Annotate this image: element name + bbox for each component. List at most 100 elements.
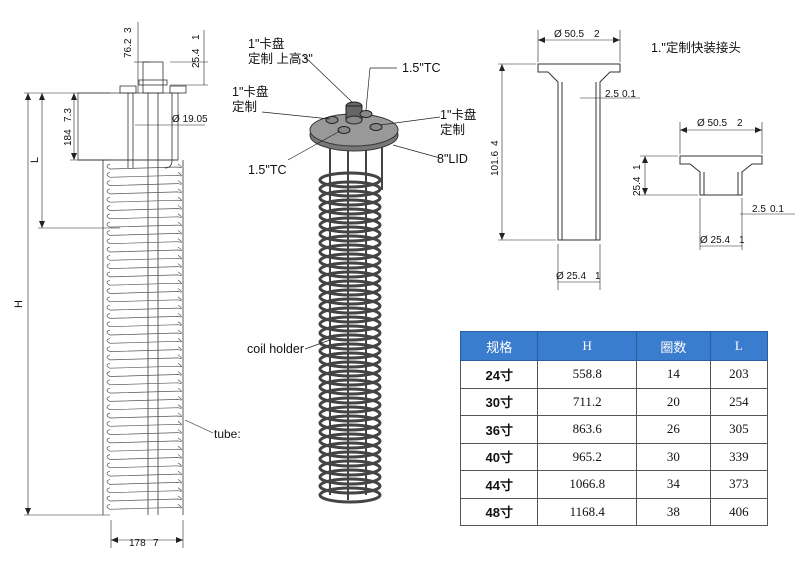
cell-L: 373 bbox=[709, 470, 769, 499]
coil-turn bbox=[106, 304, 182, 311]
short-dia-top-tol: 2 bbox=[737, 118, 743, 129]
cell-H: 558.8 bbox=[537, 360, 637, 389]
coil-turn bbox=[106, 445, 182, 452]
iso-coil-turn bbox=[318, 261, 382, 279]
tall-dia-top-tol: 2 bbox=[594, 29, 600, 40]
coil-turn bbox=[106, 396, 182, 402]
iso-coil-turn bbox=[318, 252, 382, 270]
iso-coil-turn bbox=[318, 405, 382, 423]
iso-coil-turn bbox=[318, 216, 382, 234]
coil-turn bbox=[106, 462, 182, 469]
coil-turn bbox=[106, 495, 182, 502]
coil-turn bbox=[106, 470, 182, 477]
iso-coil-turn bbox=[318, 189, 382, 207]
cell-spec: 30寸 bbox=[459, 387, 539, 416]
iso-clamp-right-line1: 1"卡盘 bbox=[440, 107, 476, 122]
iso-coil-turn bbox=[318, 297, 382, 315]
dim-3: 3 bbox=[123, 27, 134, 33]
cell-turns: 34 bbox=[636, 470, 711, 499]
coil-turn bbox=[106, 188, 182, 195]
coil-turn bbox=[106, 288, 182, 294]
coil-turn bbox=[106, 163, 182, 170]
iso-coil-turn bbox=[318, 243, 382, 261]
coil-turn bbox=[106, 379, 182, 386]
iso-coil-turn bbox=[318, 477, 382, 495]
coil-turn bbox=[106, 371, 182, 377]
coil-turn bbox=[106, 487, 182, 494]
iso-coil-turn bbox=[318, 486, 382, 504]
table-row: 36寸 863.6 26 305 bbox=[459, 415, 769, 444]
coil-turn bbox=[106, 196, 182, 203]
cell-L: 254 bbox=[709, 387, 769, 416]
table-row: 44寸 1066.8 34 373 bbox=[459, 470, 769, 499]
cell-turns: 14 bbox=[636, 360, 711, 389]
coil-turn bbox=[106, 221, 182, 228]
short-title: 1."定制快装接头 bbox=[651, 40, 741, 55]
header-spec: 规格 bbox=[459, 331, 539, 361]
dim-7-3: 7.3 bbox=[63, 108, 74, 122]
header-H: H bbox=[537, 331, 637, 361]
lid bbox=[309, 101, 399, 152]
tall-dia-bottom-tol: 1 bbox=[595, 271, 601, 282]
iso-coil-turn bbox=[318, 414, 382, 432]
coil-turn bbox=[106, 479, 182, 485]
tall-wall: 2.5 bbox=[605, 89, 619, 100]
iso-coil-turn bbox=[318, 270, 382, 288]
iso-tc-left: 1.5"TC bbox=[248, 163, 286, 177]
coil-iso-view: 1"卡盘 定制 上高3" 1.5"TC 1"卡盘 定制 1"卡盘 定制 1.5"… bbox=[232, 36, 476, 504]
table-row: 24寸 558.8 14 203 bbox=[459, 360, 769, 389]
dim-1-top: 1 bbox=[191, 34, 202, 40]
cell-spec: 48寸 bbox=[459, 497, 539, 526]
table-row: 40寸 965.2 30 339 bbox=[459, 442, 769, 471]
iso-coil-holder: coil holder bbox=[247, 342, 304, 356]
cell-turns: 26 bbox=[636, 415, 711, 444]
iso-coil-turn bbox=[318, 387, 382, 405]
cell-spec: 40寸 bbox=[459, 442, 539, 471]
coil-turns bbox=[106, 163, 182, 510]
header-L: L bbox=[709, 331, 769, 361]
iso-coil-turn bbox=[318, 369, 382, 387]
coil-turn bbox=[106, 329, 182, 336]
dim-184: 184 bbox=[63, 129, 74, 146]
coil-turn bbox=[106, 246, 182, 253]
cell-H: 1066.8 bbox=[537, 470, 637, 499]
coil-turn bbox=[106, 420, 182, 427]
iso-coil-turn bbox=[318, 468, 382, 486]
iso-clamp-left-line1: 1"卡盘 bbox=[232, 84, 268, 99]
dim-L: L bbox=[29, 157, 41, 163]
dim-25-4: 25.4 bbox=[191, 48, 202, 68]
iso-coil-turn bbox=[318, 342, 382, 360]
iso-coil-turn bbox=[318, 333, 382, 351]
short-dia-top: Ø 50.5 bbox=[697, 118, 727, 129]
coil-turn bbox=[106, 254, 182, 261]
coil-turn bbox=[106, 213, 182, 220]
coil-turn bbox=[106, 437, 182, 444]
coil-turn bbox=[106, 503, 182, 510]
short-wall: 2.5 bbox=[752, 204, 766, 215]
coil-turn bbox=[106, 263, 182, 269]
tall-dia-bottom: Ø 25.4 bbox=[556, 271, 586, 282]
header-turns: 圈数 bbox=[636, 331, 711, 361]
coil-turn bbox=[106, 238, 182, 245]
cell-spec: 44寸 bbox=[459, 470, 539, 499]
iso-coil-turn bbox=[318, 396, 382, 414]
dim-76-2: 76.2 bbox=[123, 38, 134, 58]
cell-turns: 30 bbox=[636, 442, 711, 471]
cell-spec: 36寸 bbox=[459, 415, 539, 444]
tall-fitting-drawing: Ø 50.5 2 2.5 0.1 101.6 4 Ø 25.4 1 bbox=[490, 29, 640, 290]
short-dia-bottom: Ø 25.4 bbox=[700, 235, 730, 246]
short-height: 25.4 bbox=[632, 176, 643, 196]
coil-turn bbox=[106, 313, 182, 319]
coil-turn bbox=[106, 429, 182, 435]
iso-clamp-right-line2: 定制 bbox=[440, 122, 465, 137]
iso-coil-turn bbox=[318, 306, 382, 324]
dim-phi-19-05: Ø 19.05 bbox=[172, 114, 208, 125]
cell-H: 863.6 bbox=[537, 415, 637, 444]
coil-turn bbox=[106, 387, 182, 394]
coil-turn bbox=[106, 296, 182, 303]
iso-coil-turn bbox=[318, 279, 382, 297]
iso-coil-turn bbox=[318, 198, 382, 216]
coil-turn bbox=[106, 321, 182, 328]
tall-height: 101.6 bbox=[490, 151, 501, 176]
tall-wall-tol: 0.1 bbox=[622, 89, 636, 100]
